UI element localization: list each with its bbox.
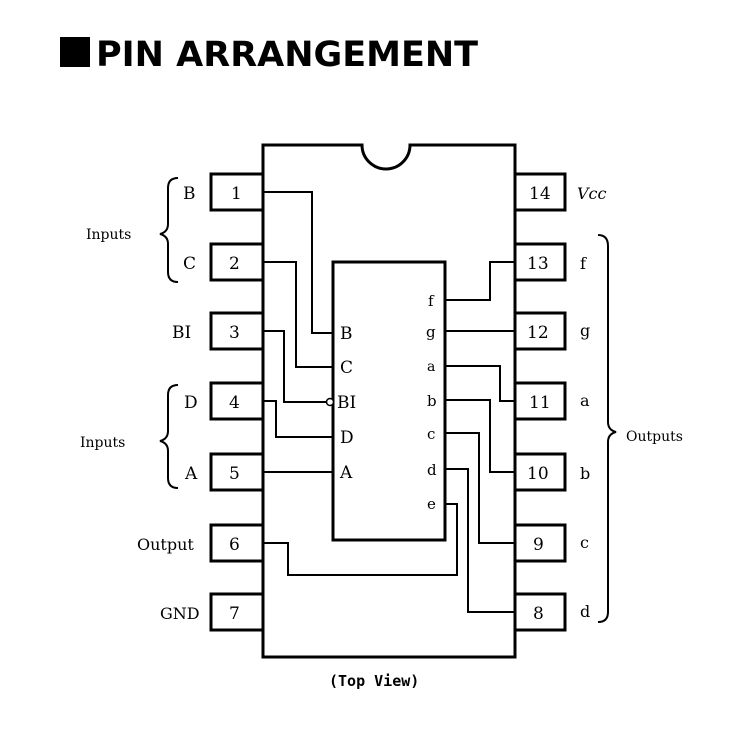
pin-number: 9 bbox=[533, 535, 544, 555]
pin-number: 3 bbox=[229, 323, 240, 343]
pin-label-b: B bbox=[183, 184, 196, 204]
decoder-output-e: e bbox=[427, 495, 436, 513]
wire-pin4-d bbox=[263, 400, 333, 438]
wire-pin2-c bbox=[263, 261, 333, 368]
pin-label-a: A bbox=[184, 464, 198, 484]
pin-label-gnd: GND bbox=[160, 604, 200, 623]
left-pin-7: 7 bbox=[209, 592, 265, 632]
left-pin-4: 4 bbox=[209, 381, 265, 421]
inputs-bottom-brace bbox=[159, 384, 179, 489]
bi-inversion-bubble bbox=[325, 397, 335, 407]
left-pin-6: 6 bbox=[209, 523, 265, 563]
pin-number: 6 bbox=[229, 535, 240, 555]
wire-c-pin9 bbox=[445, 432, 515, 544]
left-pin-3: 3 bbox=[209, 311, 265, 351]
page-title: PIN ARRANGEMENT bbox=[96, 35, 478, 75]
right-pin-9: 9 bbox=[513, 523, 567, 563]
wire-b-pin10 bbox=[445, 399, 515, 473]
inputs-bottom-label: Inputs bbox=[80, 435, 125, 451]
inputs-top-brace bbox=[159, 177, 179, 283]
pin-label-bi: BI bbox=[172, 323, 191, 343]
decoder-output-d: d bbox=[427, 461, 437, 479]
pin-label-f: f bbox=[580, 254, 587, 273]
outputs-brace bbox=[597, 234, 617, 623]
right-pin-12: 12 bbox=[513, 311, 567, 351]
pin-label-a-out: a bbox=[580, 391, 590, 410]
pin-number: 2 bbox=[229, 254, 240, 274]
pin-number: 12 bbox=[527, 323, 549, 343]
decoder-output-b: b bbox=[427, 392, 437, 410]
wire-pin3-bi bbox=[263, 330, 329, 403]
right-pin-11: 11 bbox=[513, 381, 567, 421]
pin-number: 4 bbox=[229, 393, 240, 413]
pin-label-c-out: c bbox=[580, 533, 589, 552]
left-pin-2: 2 bbox=[209, 242, 265, 282]
wire-a-pin11 bbox=[445, 365, 515, 402]
pin-number: 7 bbox=[229, 604, 240, 624]
pin-number: 10 bbox=[527, 464, 549, 484]
top-view-caption: (Top View) bbox=[329, 672, 419, 690]
wire-f-pin13 bbox=[445, 261, 515, 301]
wire-pin1-b bbox=[263, 191, 333, 334]
pin-number: 1 bbox=[231, 184, 242, 204]
decoder-output-g: g bbox=[426, 323, 436, 341]
wire-d-pin8 bbox=[445, 468, 515, 613]
inputs-top-label: Inputs bbox=[86, 227, 131, 243]
decoder-output-c: c bbox=[427, 425, 435, 443]
decoder-input-a: A bbox=[339, 463, 353, 483]
left-pin-5: 5 bbox=[209, 452, 265, 492]
pin-number: 8 bbox=[533, 604, 544, 624]
title-bullet bbox=[60, 37, 90, 67]
decoder-output-f: f bbox=[428, 292, 435, 310]
pin-label-c: C bbox=[183, 254, 196, 274]
pin-label-d-out: d bbox=[580, 602, 590, 621]
right-pin-14: 14 bbox=[513, 172, 567, 212]
pin-number: 14 bbox=[529, 184, 551, 204]
right-pin-13: 13 bbox=[513, 242, 567, 282]
pin-number: 11 bbox=[529, 393, 551, 413]
pin-number: 5 bbox=[229, 464, 240, 484]
decoder-input-bi: BI bbox=[337, 393, 356, 413]
outputs-label: Outputs bbox=[626, 429, 683, 445]
pin-label-vcc: Vcc bbox=[577, 184, 607, 203]
ic-package-body bbox=[261, 143, 517, 659]
pin-label-d: D bbox=[184, 393, 198, 413]
pin-label-output: Output bbox=[137, 535, 194, 554]
decoder-input-b: B bbox=[340, 324, 353, 344]
right-pin-10: 10 bbox=[513, 452, 567, 492]
pin-label-b-out: b bbox=[580, 464, 590, 483]
decoder-output-a: a bbox=[427, 359, 435, 375]
decoder-input-d: D bbox=[340, 428, 354, 448]
right-pin-8: 8 bbox=[513, 592, 567, 632]
wire-e-pin6 bbox=[263, 503, 458, 576]
decoder-input-c: C bbox=[340, 358, 353, 378]
pin-label-g: g bbox=[580, 321, 590, 340]
pin-number: 13 bbox=[527, 254, 549, 274]
left-pin-1: 1 bbox=[209, 172, 265, 212]
